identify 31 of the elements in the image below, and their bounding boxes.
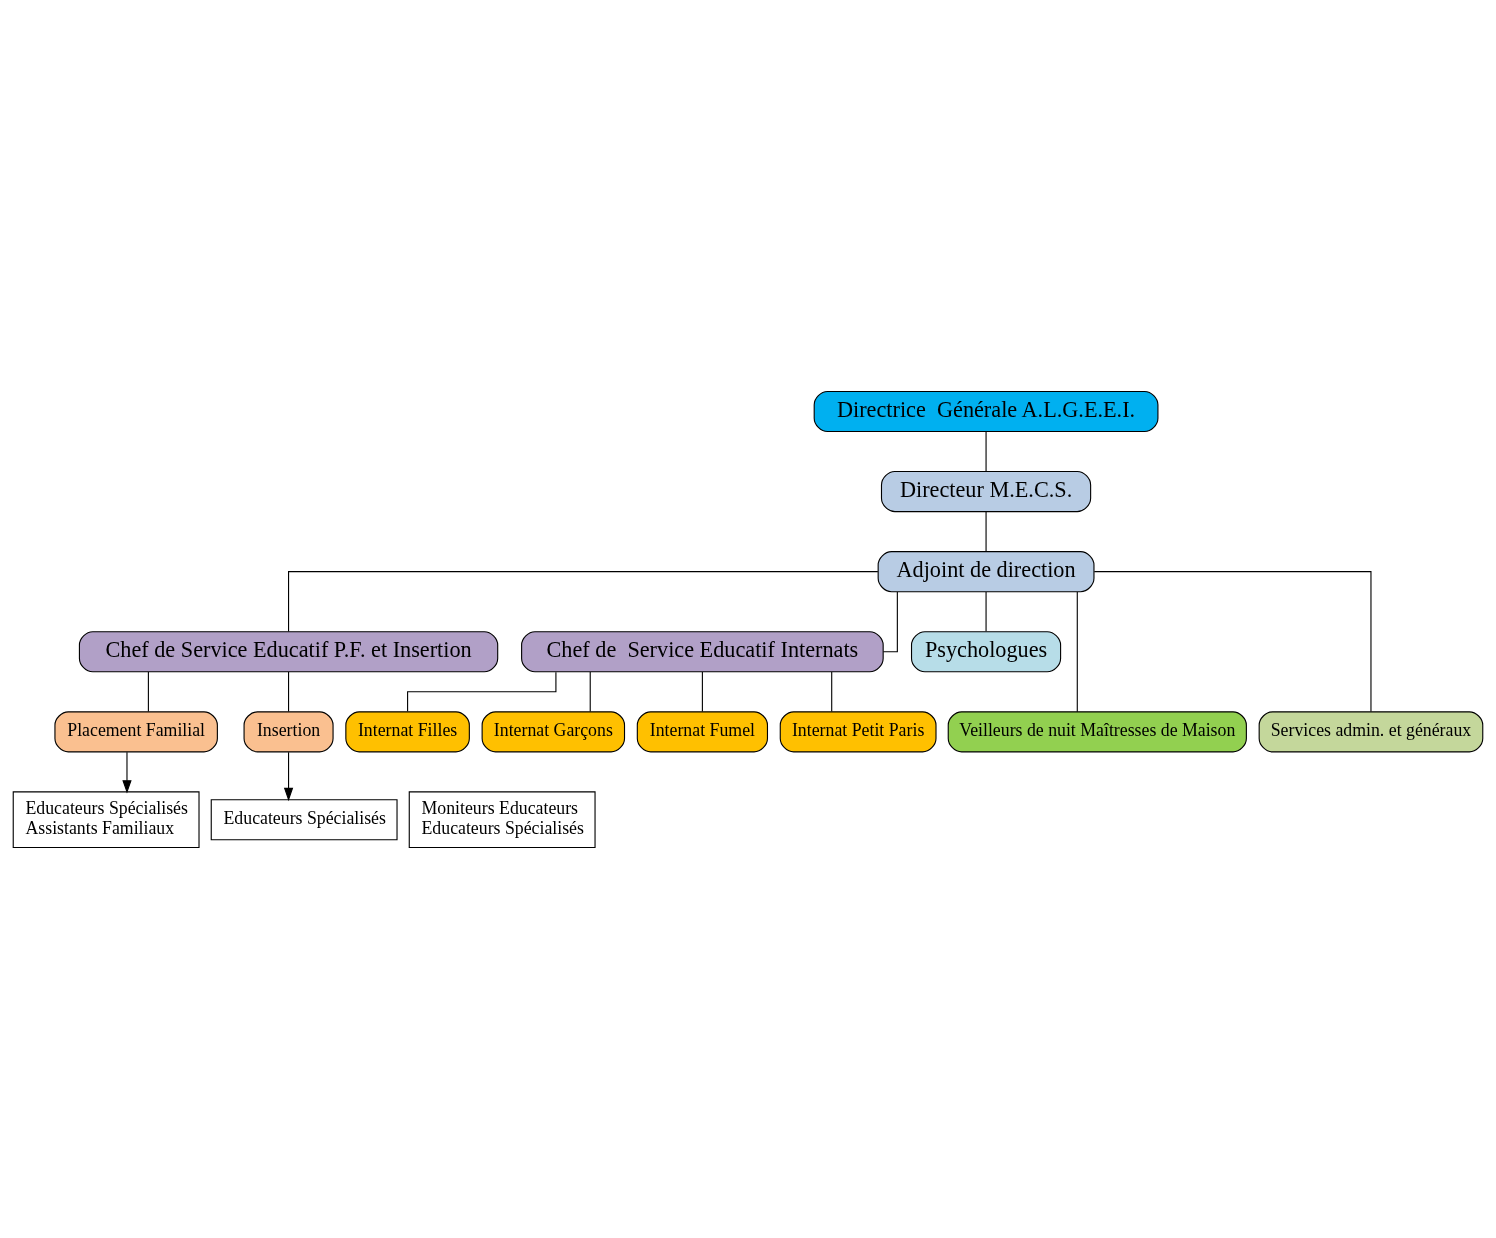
connector xyxy=(288,670,290,712)
connector xyxy=(288,570,879,632)
node-box: Internat Garçons xyxy=(481,710,626,752)
node-box: Internat Filles xyxy=(345,710,470,752)
node-box: Directeur M.E.C.S. xyxy=(880,470,1092,512)
node-box: Directrice Générale A.L.G.E.E.I. xyxy=(813,390,1159,432)
node-box: Psychologues xyxy=(910,630,1062,672)
connector xyxy=(831,670,833,712)
node-box: Educateurs Spécialisés xyxy=(210,798,398,840)
node-box: Moniteurs Educateurs Educateurs Spécialisés xyxy=(408,790,596,848)
connector xyxy=(882,590,898,652)
connector xyxy=(147,670,149,712)
connector xyxy=(1076,590,1078,712)
connector xyxy=(985,430,987,472)
node-box: Internat Petit Paris xyxy=(779,710,937,752)
node-box: Internat Fumel xyxy=(636,710,769,752)
node-box: Veilleurs de nuit Maîtresses de Maison xyxy=(947,710,1247,752)
connector xyxy=(589,670,591,712)
node-box: Chef de Service Educatif Internats xyxy=(521,630,884,672)
node-box: Services admin. et généraux xyxy=(1258,710,1484,752)
connector xyxy=(701,670,703,712)
connector xyxy=(985,590,987,632)
arrow xyxy=(283,751,294,801)
node-box: Adjoint de direction xyxy=(877,550,1095,592)
node-box: Placement Familial xyxy=(54,710,218,752)
node-box: Insertion xyxy=(243,710,334,752)
node-box: Chef de Service Educatif P.F. et Insertion xyxy=(78,630,499,672)
arrow xyxy=(122,751,132,793)
node-box: Educateurs Spécialisés Assistants Familiaux xyxy=(12,790,200,848)
connector xyxy=(1093,570,1372,712)
connector xyxy=(985,510,987,552)
